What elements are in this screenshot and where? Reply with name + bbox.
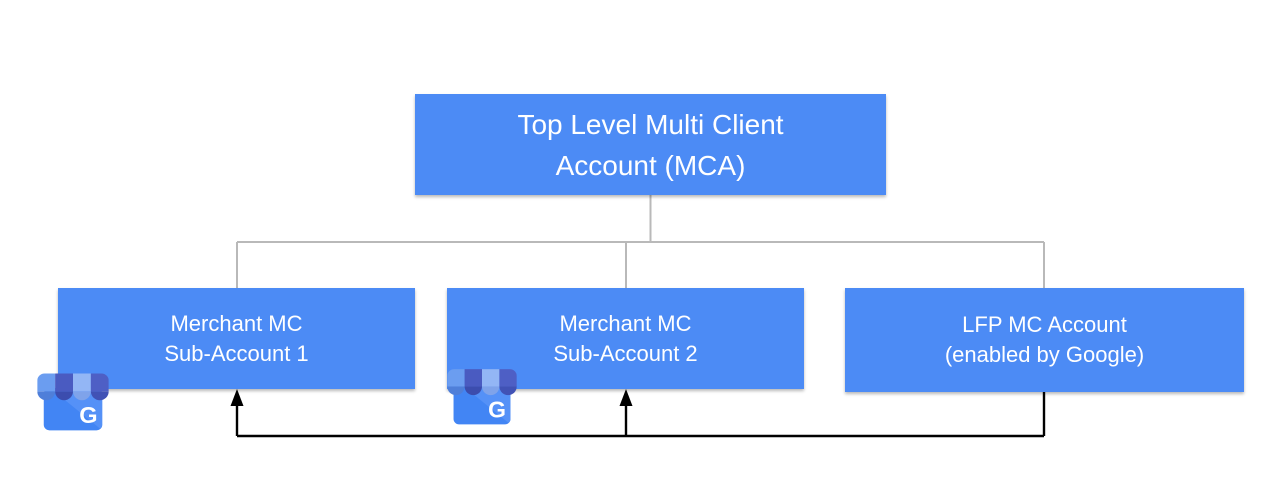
storefront-awning (37, 373, 109, 401)
node-label-line: Sub-Account 2 (553, 340, 698, 366)
arrowhead-up-icon (230, 389, 244, 406)
node-label-line: Top Level Multi Client (517, 108, 784, 140)
google-business-profile-icon: G (37, 373, 109, 431)
tree-connector-line (236, 195, 1045, 288)
node-label-line: Account (MCA) (555, 149, 746, 181)
node-merchant-sub-account-1: Merchant MC Sub-Account 1 (58, 288, 415, 389)
node-label-line: (enabled by Google) (944, 342, 1145, 367)
node-lfp-mc-account: LFP MC Account (enabled by Google) (845, 288, 1244, 392)
node-label-line: Sub-Account 1 (164, 340, 309, 366)
node-label-line: LFP MC Account (962, 312, 1127, 337)
arrowhead-up-icon (619, 389, 633, 406)
g-letter: G (79, 402, 97, 428)
google-business-profile-icon: G (447, 369, 517, 425)
g-letter: G (488, 396, 506, 422)
storefront-awning (447, 369, 517, 396)
node-label-line: Merchant MC (170, 310, 303, 336)
feedback-arrow-line (235, 392, 1046, 438)
node-top-level-mca: Top Level Multi Client Account (MCA) (415, 94, 886, 195)
node-label-line: Merchant MC (559, 310, 692, 336)
